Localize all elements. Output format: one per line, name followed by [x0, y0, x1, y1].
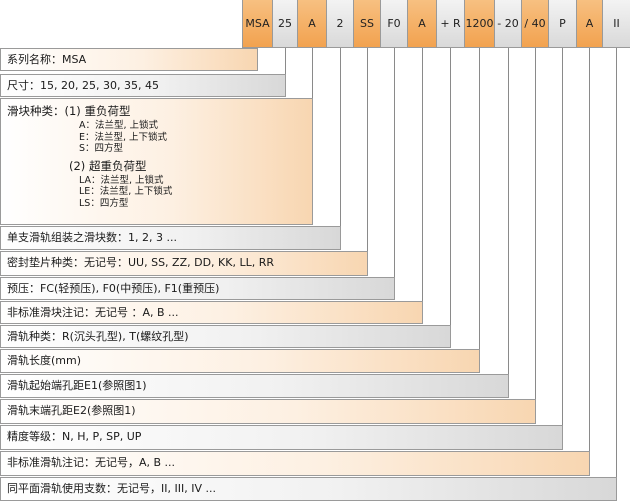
slider-ls: LS：四方型	[79, 197, 129, 209]
row-rail-type: 滑轨种类：R(沉头孔型), T(螺纹孔型)	[0, 325, 451, 348]
row-nonstd-block: 非标准滑块注记：无记号 ：A, B ...	[0, 301, 423, 324]
leader-line	[508, 48, 509, 375]
code-preload: F0	[380, 0, 408, 48]
code-rail-type: + R	[436, 0, 465, 48]
leader-line	[479, 48, 480, 350]
seal-text: 密封垫片种类：无记号：UU, SS, ZZ, DD, KK, LL, RR	[7, 256, 275, 269]
code-slider-type: A	[297, 0, 327, 48]
slider-e: E：法兰型, 上下锁式	[79, 131, 168, 143]
e1-text: 滑轨起始端孔距E1(参照图1)	[7, 379, 147, 392]
slider-la: LA：法兰型, 上锁式	[79, 174, 164, 186]
nonstd-block-text: 非标准滑块注记：无记号 ：A, B ...	[7, 306, 179, 319]
leader-line	[285, 48, 286, 75]
slider-le: LE：法兰型, 上下锁式	[79, 186, 173, 197]
rail-length-text: 滑轨长度(mm)	[7, 354, 82, 367]
leader-line	[394, 48, 395, 278]
leader-line	[589, 48, 590, 452]
row-nonstd-rail: 非标准滑轨注记：无记号，A, B ...	[0, 451, 590, 476]
code-parallel: II	[602, 0, 630, 48]
slider-a: A：法兰型, 上锁式	[79, 120, 159, 131]
leader-line	[367, 48, 368, 252]
row-rail-length: 滑轨长度(mm)	[0, 349, 480, 373]
preload-text: 预压：FC(轻预压), F0(中预压), F1(重预压)	[7, 282, 220, 295]
code-seal: SS	[353, 0, 381, 48]
parallel-text: 同平面滑轨使用支数：无记号，II, III, IV ...	[7, 482, 216, 495]
code-nonstd-block: A	[407, 0, 437, 48]
count-text: 单支滑轨组装之滑块数：1, 2, 3 ...	[7, 231, 177, 244]
row-series: 系列名称：MSA	[0, 48, 258, 71]
leader-line	[340, 48, 341, 227]
leader-line	[450, 48, 451, 326]
leader-line	[312, 48, 313, 99]
size-text: 尺寸：15, 20, 25, 30, 35, 45	[7, 79, 159, 92]
code-size: 25	[272, 0, 298, 48]
slider-s: S：四方型	[79, 143, 124, 154]
leader-line	[616, 48, 617, 478]
row-precision: 精度等级：N, H, P, SP, UP	[0, 425, 563, 450]
code-msa: MSA	[242, 0, 273, 48]
precision-text: 精度等级：N, H, P, SP, UP	[7, 430, 142, 443]
code-e2: / 40	[521, 0, 549, 48]
leader-line	[422, 48, 423, 302]
e2-text: 滑轨末端孔距E2(参照图1)	[7, 404, 136, 417]
code-e1: - 20	[494, 0, 522, 48]
row-slider-type: 滑块种类：(1) 重负荷型 A：法兰型, 上锁式 E：法兰型, 上下锁式 S：四…	[0, 98, 313, 225]
row-parallel: 同平面滑轨使用支数：无记号，II, III, IV ...	[0, 477, 617, 501]
rail-type-text: 滑轨种类：R(沉头孔型), T(螺纹孔型)	[7, 330, 189, 343]
row-e1: 滑轨起始端孔距E1(参照图1)	[0, 374, 509, 398]
code-precision: P	[548, 0, 577, 48]
row-e2: 滑轨末端孔距E2(参照图1)	[0, 399, 536, 424]
leader-line	[562, 48, 563, 426]
code-block-count: 2	[326, 0, 354, 48]
slider-title2: (2) 超重负荷型	[69, 158, 147, 173]
row-size: 尺寸：15, 20, 25, 30, 35, 45	[0, 74, 286, 97]
series-text: 系列名称：MSA	[7, 53, 87, 66]
leader-line	[535, 48, 536, 400]
row-block-count: 单支滑轨组装之滑块数：1, 2, 3 ...	[0, 226, 341, 250]
code-rail-length: 1200	[464, 0, 495, 48]
row-seal: 密封垫片种类：无记号：UU, SS, ZZ, DD, KK, LL, RR	[0, 251, 368, 276]
nonstd-rail-text: 非标准滑轨注记：无记号，A, B ...	[7, 456, 176, 469]
slider-title: 滑块种类：(1) 重负荷型	[7, 104, 131, 118]
row-preload: 预压：FC(轻预压), F0(中预压), F1(重预压)	[0, 277, 395, 300]
code-nonstd-rail: A	[576, 0, 603, 48]
